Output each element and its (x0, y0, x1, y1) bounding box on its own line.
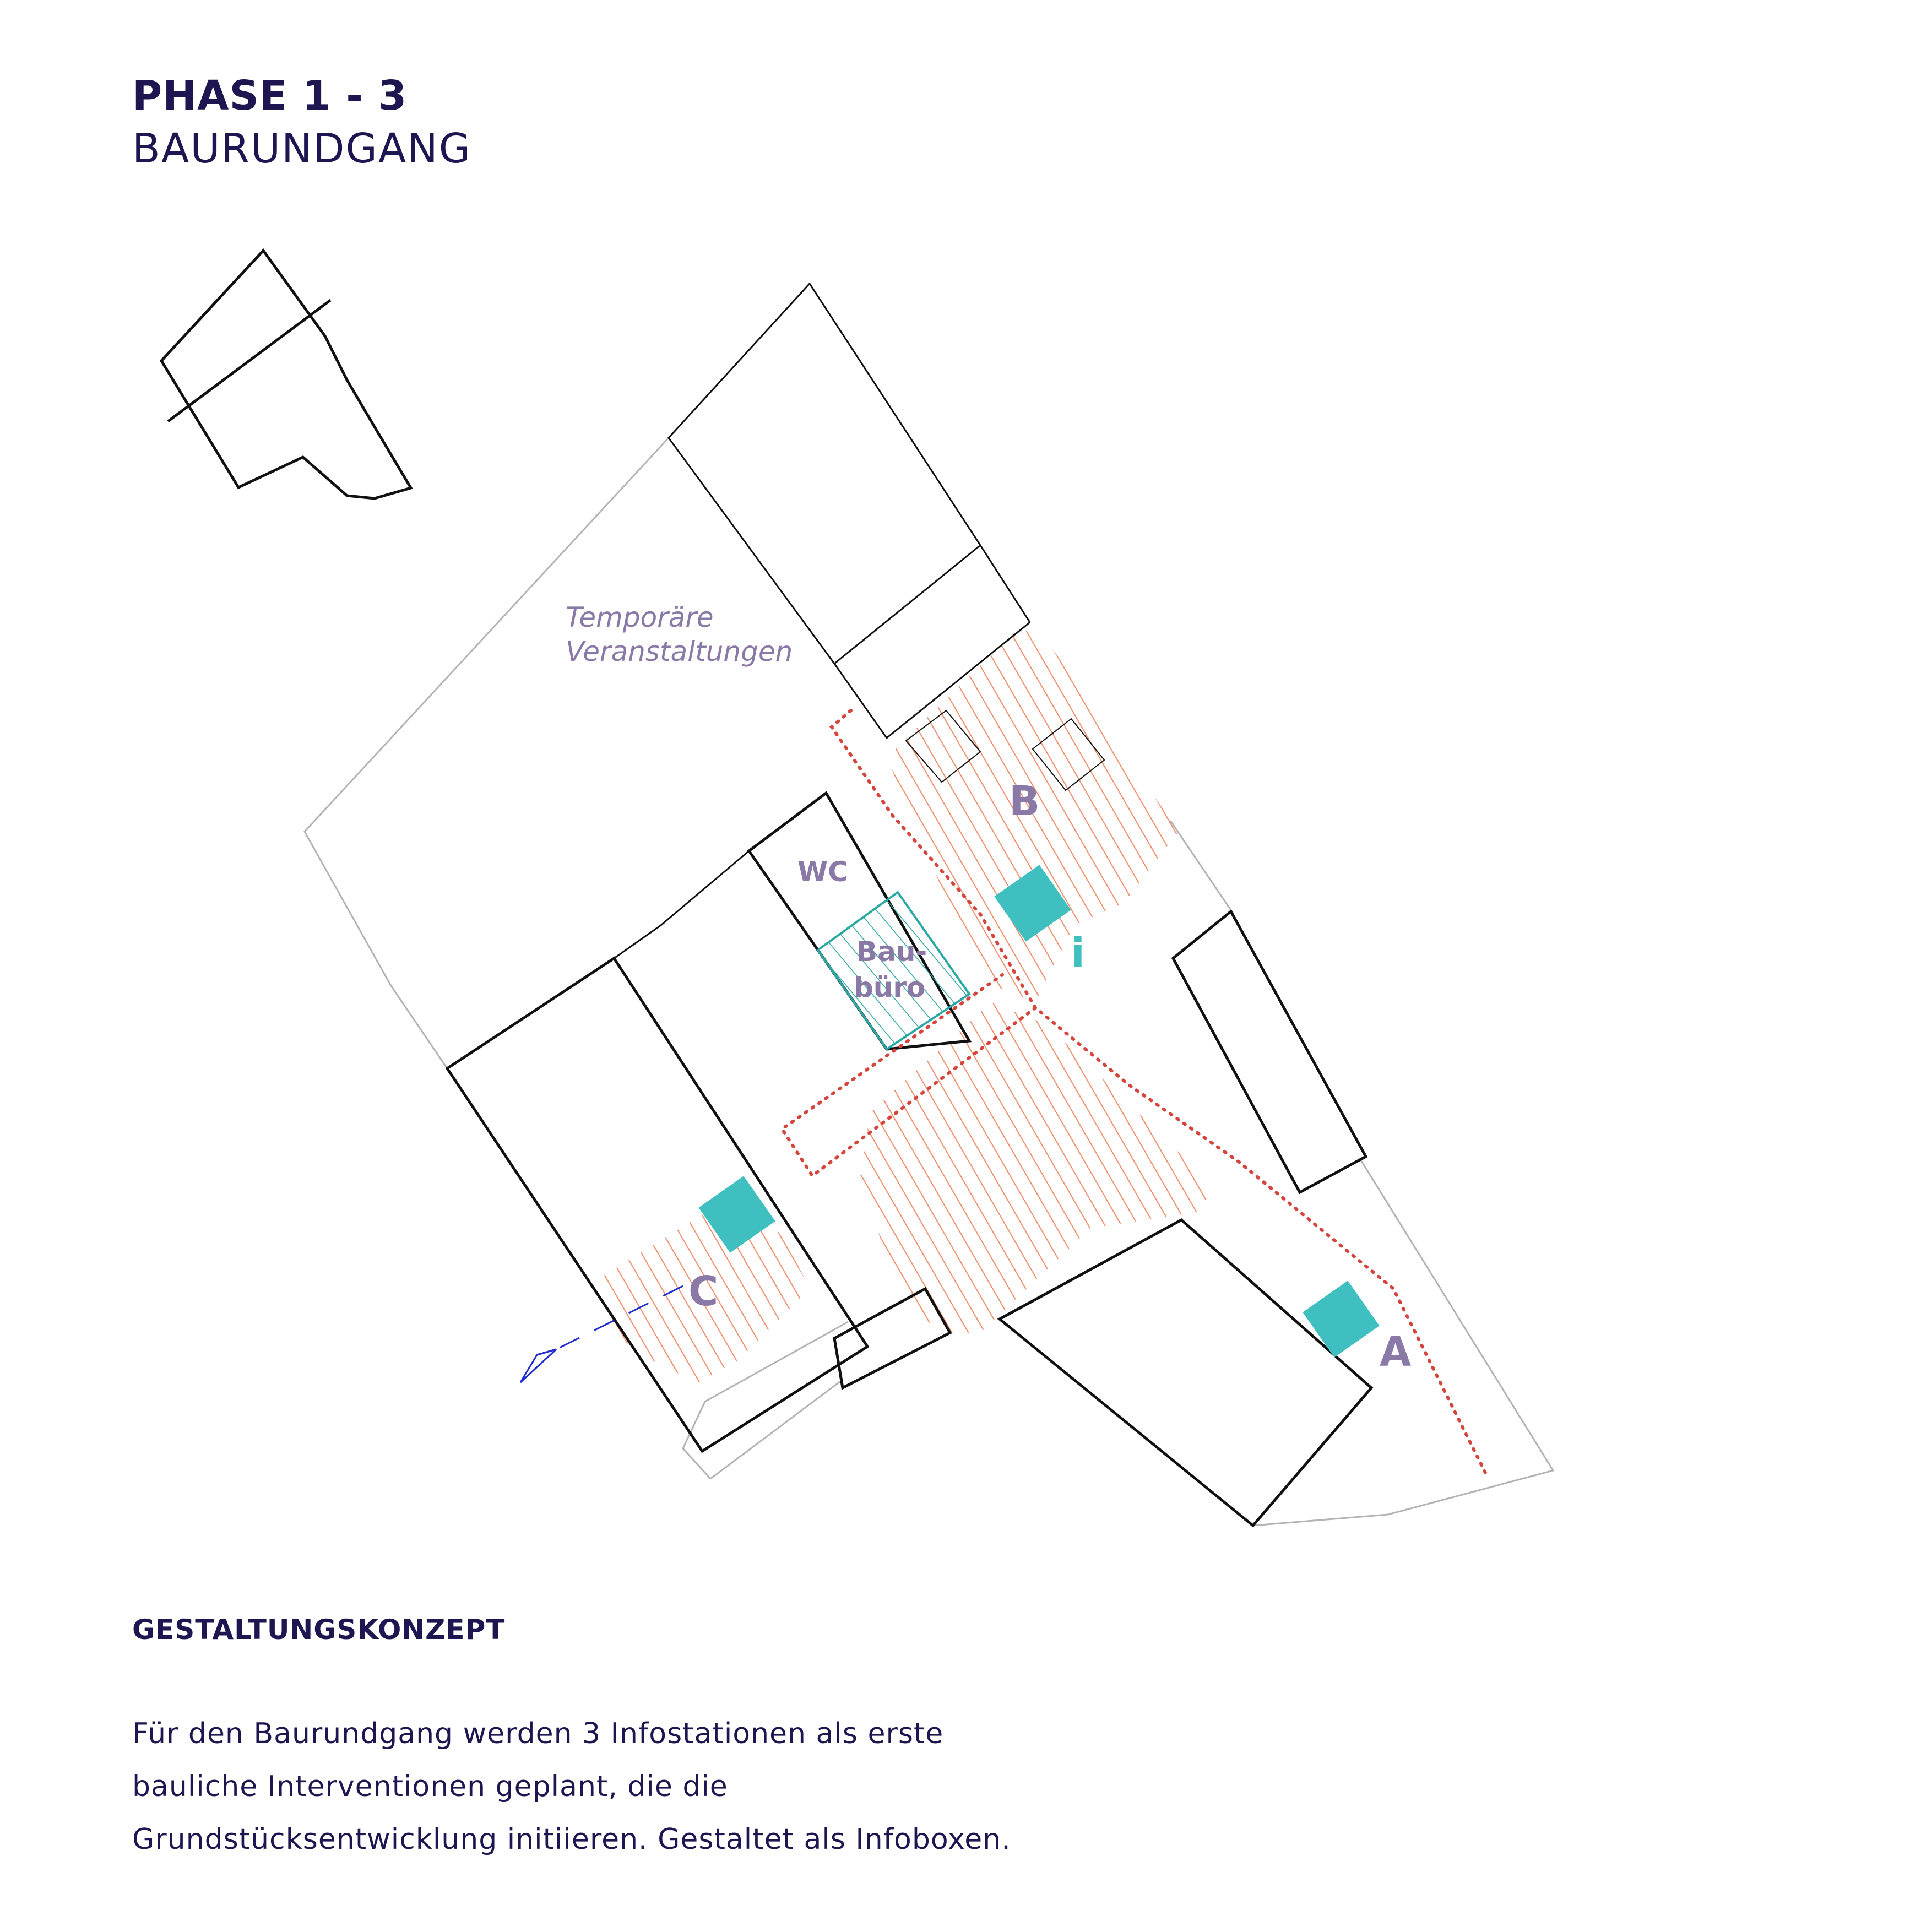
hatch-zone-b (887, 628, 1179, 1002)
site-boundary-south (710, 1379, 843, 1480)
info-icon: i (1071, 930, 1085, 976)
skylight-1 (905, 709, 981, 783)
building-small-annex (833, 1287, 952, 1390)
section-marker (519, 1285, 683, 1383)
site-boundary-southwest (682, 1321, 849, 1480)
label-event-area-1: Temporäre (566, 601, 714, 633)
section-arrow-tail (536, 1348, 557, 1356)
label-station-a: A (1380, 1328, 1411, 1376)
building-north (667, 282, 981, 665)
building-west-long (445, 956, 870, 1453)
hatched-zones (600, 628, 1212, 1382)
north-buildings (667, 282, 1105, 791)
inner-boundary (614, 850, 750, 959)
concept-line: Grundstücksentwicklung initiieren. Gesta… (132, 1823, 1011, 1856)
concept-line: bauliche Interventionen geplant, die die (132, 1770, 728, 1803)
label-station-c: C (688, 1268, 718, 1315)
site-boundary-southeast (1252, 1159, 1555, 1527)
site-office (816, 891, 971, 1051)
info-box-a (1303, 1280, 1380, 1358)
skylight-2 (1032, 718, 1105, 791)
label-site-office-1: Bau- (856, 936, 927, 968)
page-title: PHASE 1 - 3 (132, 72, 408, 120)
building-north-divider (979, 545, 1031, 623)
northwest-cut-line (167, 299, 332, 423)
site-boundary (303, 437, 670, 1069)
label-site-office-2: büro (854, 972, 925, 1003)
section-line (556, 1285, 683, 1350)
building-northwest (159, 248, 413, 500)
label-wc: WC (797, 856, 848, 888)
info-stations (698, 865, 1380, 1358)
info-box-b (994, 865, 1071, 942)
thick-buildings (159, 248, 1374, 1528)
info-box-c (698, 1176, 775, 1253)
plan-labels: Temporäre Veranstaltungen WC Bau- büro B… (566, 601, 1411, 1376)
building-southeast (997, 1218, 1374, 1528)
page-subtitle: BAURUNDGANG (132, 125, 472, 172)
concept-heading: GESTALTUNGSKONZEPT (132, 1614, 506, 1646)
label-event-area-2: Veranstaltungen (566, 636, 793, 667)
hatch-zone-center (859, 1002, 1212, 1333)
label-station-b: B (1009, 778, 1040, 825)
site-boundary-east (1169, 820, 1235, 915)
tour-route (779, 709, 1489, 1478)
building-east-slim (1171, 909, 1368, 1195)
concept-body: Für den Baurundgang werden 3 Infostation… (132, 1707, 1289, 1866)
building-north-lower (833, 621, 1030, 740)
concept-line: Für den Baurundgang werden 3 Infostation… (132, 1717, 944, 1750)
route-branch-west (779, 973, 1037, 1179)
hatch-zone-c (600, 1206, 810, 1382)
